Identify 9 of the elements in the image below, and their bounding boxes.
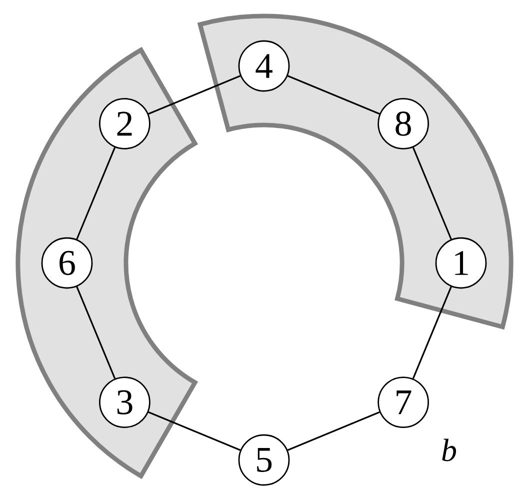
edge-line: [412, 286, 452, 379]
edge-line: [76, 147, 116, 240]
edge-line: [287, 411, 380, 451]
edge-line: [148, 411, 241, 451]
edge-line: [148, 75, 241, 115]
edge-line: [76, 286, 116, 379]
edge-line: [412, 147, 452, 240]
letter-label: b: [442, 438, 456, 462]
edge-line: [287, 75, 380, 115]
